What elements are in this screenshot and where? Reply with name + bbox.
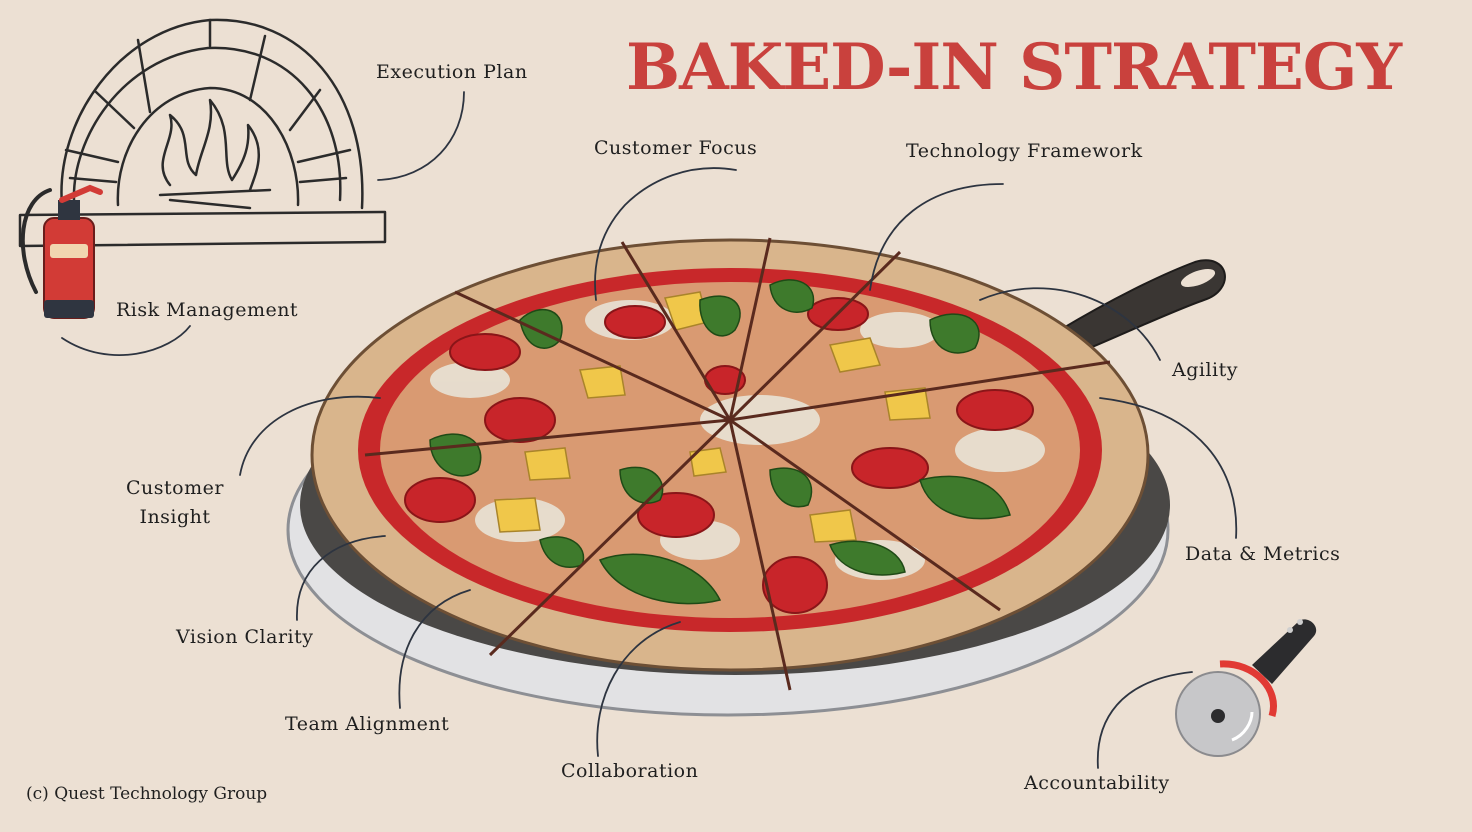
label-vision-clarity: Vision Clarity [176, 626, 314, 648]
pizza-cutter-icon [1175, 619, 1317, 757]
label-customer-insight-line1: Customer [126, 477, 224, 499]
line-team-alignment [398, 589, 471, 709]
line-collaboration [596, 621, 681, 757]
line-execution-plan [377, 91, 465, 181]
label-team-alignment: Team Alignment [285, 713, 450, 735]
copyright-footer: (c) Quest Technology Group [26, 784, 268, 804]
label-data-metrics: Data & Metrics [1185, 543, 1341, 565]
line-risk-management [61, 325, 191, 357]
line-customer-focus [594, 167, 737, 301]
line-accountability [1096, 671, 1193, 769]
pizza-icon [286, 237, 1226, 717]
line-customer-insight [239, 395, 381, 476]
label-accountability: Accountability [1024, 772, 1170, 794]
line-vision-clarity [296, 535, 386, 621]
pizza-oven-icon [18, 18, 387, 248]
page-title: BAKED-IN STRATEGY [626, 30, 1402, 105]
label-customer-insight-line2: Insight [139, 506, 211, 528]
leader-lines [61, 91, 1238, 769]
line-agility [979, 287, 1161, 361]
label-technology-framework: Technology Framework [906, 140, 1143, 162]
label-customer-insight: Customer Insight [110, 474, 240, 532]
label-risk-management: Risk Management [116, 299, 299, 321]
line-technology-framework [869, 183, 1004, 291]
label-collaboration: Collaboration [561, 760, 699, 782]
label-execution-plan: Execution Plan [376, 61, 528, 83]
line-data-metrics [1099, 397, 1238, 539]
label-agility: Agility [1172, 359, 1238, 381]
fire-extinguisher-icon [20, 184, 103, 319]
label-customer-focus: Customer Focus [594, 137, 758, 159]
